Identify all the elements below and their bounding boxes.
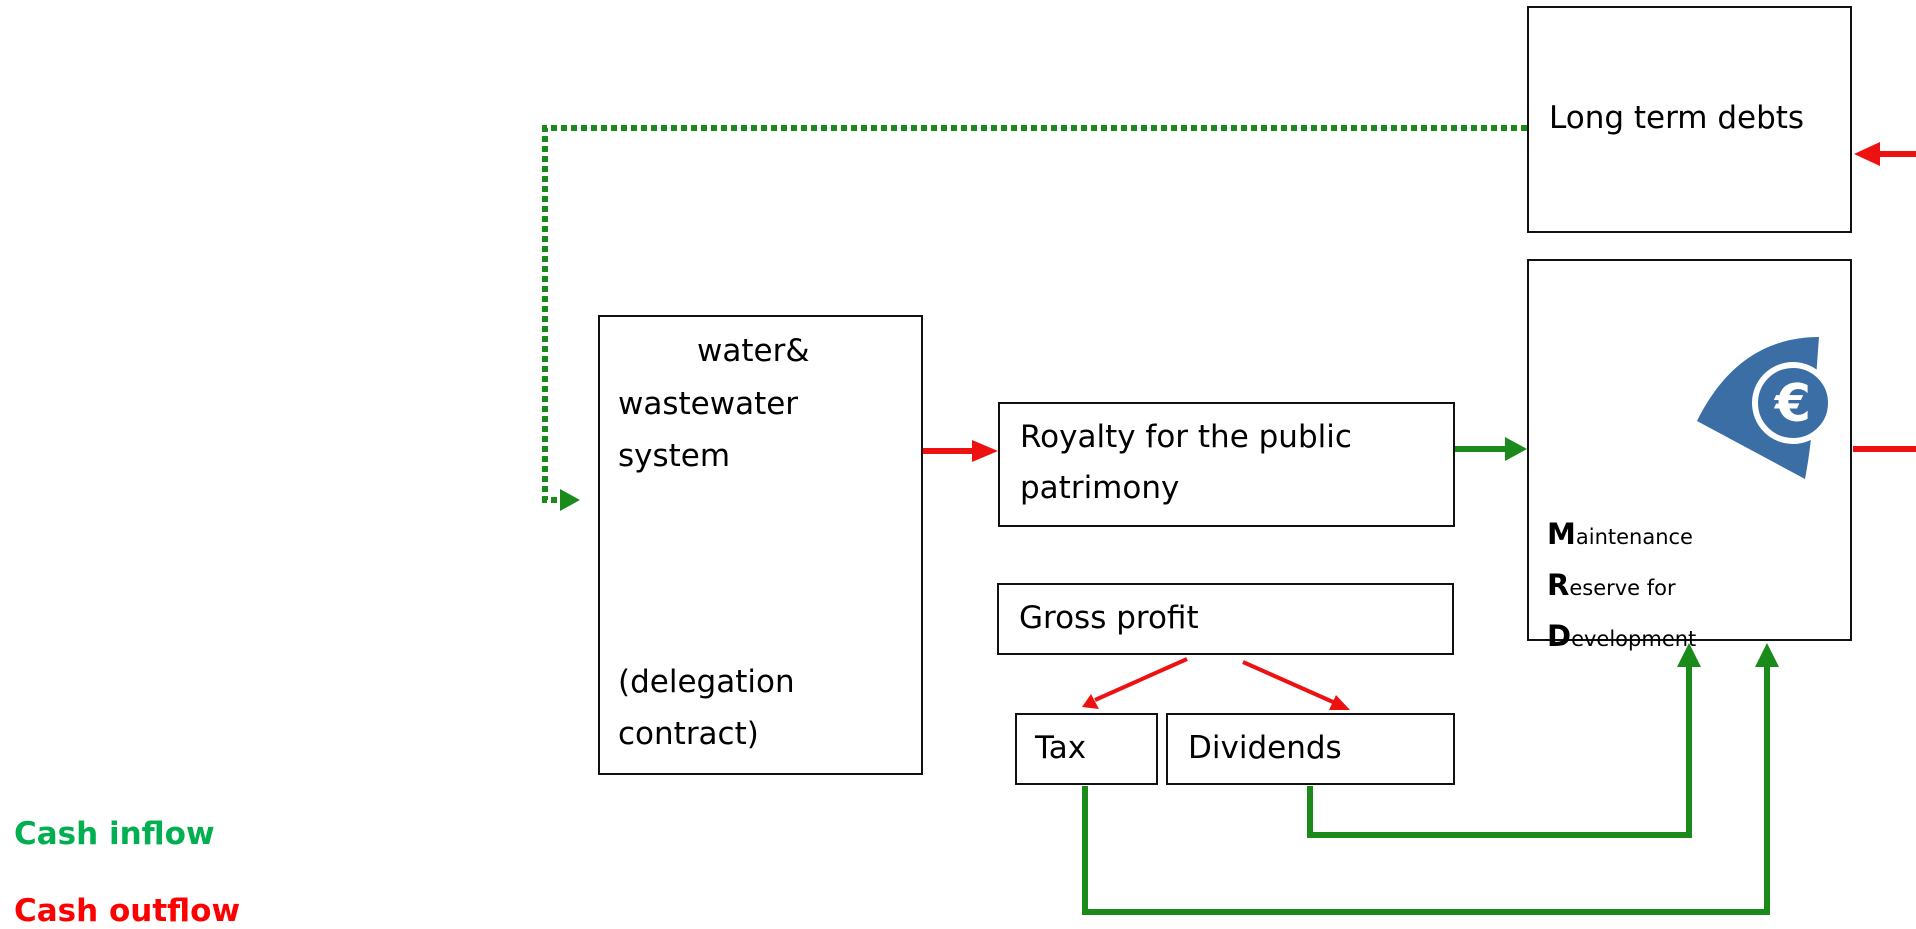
svg-text:€: € bbox=[1774, 374, 1811, 434]
arrowhead-system bbox=[560, 489, 580, 511]
legend-cash-outflow: Cash outflow bbox=[14, 893, 241, 929]
mrd-r-initial: R bbox=[1547, 568, 1570, 602]
royalty-line-2: patrimony bbox=[1020, 470, 1180, 506]
euro-icon: € bbox=[1697, 337, 1834, 479]
mrd-line-development: Development bbox=[1547, 613, 1696, 659]
tax-box: Tax bbox=[1015, 713, 1158, 785]
water-system-box: water& wastewater system (delegation con… bbox=[598, 315, 923, 775]
mrd-m-initial: M bbox=[1547, 517, 1576, 551]
gross-profit-box: Gross profit bbox=[997, 583, 1454, 655]
dividends-label: Dividends bbox=[1188, 730, 1342, 766]
arrowhead-dividends bbox=[1329, 695, 1350, 710]
mrd-line-reserve: Reserve for bbox=[1547, 562, 1676, 608]
arrowhead-royalty bbox=[972, 440, 998, 462]
legend-cash-inflow: Cash inflow bbox=[14, 816, 215, 852]
arrowhead-mrd-dividends bbox=[1677, 643, 1701, 667]
mrd-d-initial: D bbox=[1547, 619, 1572, 653]
water-system-line-1: water& bbox=[697, 333, 810, 369]
flow-tax-to-mrd bbox=[1082, 660, 1770, 915]
dividends-box: Dividends bbox=[1166, 713, 1455, 785]
gross-profit-label: Gross profit bbox=[1019, 600, 1199, 636]
flow-debts-to-system bbox=[542, 125, 1527, 503]
mrd-line-maintenance: Maintenance bbox=[1547, 511, 1693, 557]
arrowhead-mrd-royalty bbox=[1505, 437, 1527, 461]
water-system-line-2: wastewater bbox=[618, 386, 799, 422]
water-system-line-3: system bbox=[618, 438, 731, 474]
water-system-line-4: (delegation bbox=[618, 664, 795, 700]
mrd-box: € Maintenance Reserve for Development bbox=[1527, 259, 1852, 653]
flow-dividends-to-mrd bbox=[1307, 660, 1692, 838]
mrd-d-rest: evelopment bbox=[1571, 627, 1697, 651]
flow-profit-to-dividends bbox=[1242, 660, 1334, 704]
arrowhead-debts bbox=[1854, 142, 1880, 166]
tax-label: Tax bbox=[1035, 730, 1087, 766]
arrowhead-mrd-tax bbox=[1755, 643, 1779, 667]
water-system-line-5: contract) bbox=[618, 716, 759, 752]
flow-profit-to-tax bbox=[1094, 657, 1188, 702]
long-term-debts-label: Long term debts bbox=[1549, 100, 1805, 136]
mrd-r-rest: eserve for bbox=[1569, 576, 1676, 600]
mrd-m-rest: aintenance bbox=[1575, 525, 1693, 549]
royalty-box: Royalty for the public patrimony bbox=[998, 402, 1455, 527]
royalty-line-1: Royalty for the public bbox=[1020, 419, 1352, 455]
long-term-debts-box: Long term debts bbox=[1527, 6, 1852, 233]
arrowhead-tax bbox=[1082, 694, 1099, 709]
